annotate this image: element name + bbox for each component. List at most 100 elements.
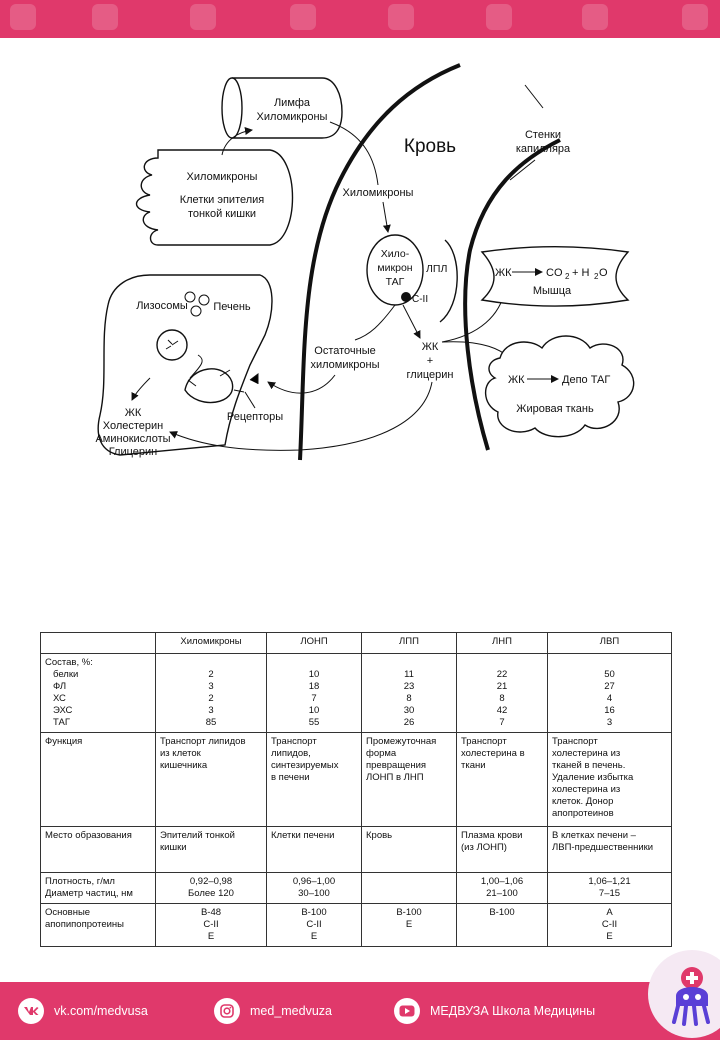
footer-bar: vk.com/medvusa med_medvuza МЕДВУЗА Школа… xyxy=(0,982,720,1040)
table-header-cell xyxy=(41,633,156,654)
fa-glycerol-2: + xyxy=(427,355,433,367)
table-cell: Транспорт липидовиз клетоккишечника xyxy=(156,733,267,827)
liver-products-3: Аминокислоты xyxy=(95,433,170,445)
lysosomes-label: Лизосомы xyxy=(136,300,188,312)
blood-label: Кровь xyxy=(404,136,456,157)
muscle-o: O xyxy=(599,267,608,279)
youtube-link[interactable]: МЕДВУЗА Школа Медицины xyxy=(394,998,595,1024)
decor-icon xyxy=(92,4,118,30)
lipoprotein-metabolism-diagram: Лимфа Хиломикроны Хиломикроны Клетки эпи… xyxy=(0,60,720,470)
table-cell: 0,96–1,0030–100 xyxy=(267,873,362,904)
lymph-label: Лимфа xyxy=(274,97,311,109)
lpl-arc xyxy=(440,240,457,322)
table-header-row: Хиломикроны ЛОНП ЛПП ЛНП ЛВП xyxy=(41,633,672,654)
decor-icon xyxy=(190,4,216,30)
table-header-cell: ЛПП xyxy=(362,633,457,654)
muscle-h2o: + H xyxy=(572,267,589,279)
vk-icon xyxy=(18,998,44,1024)
decor-icon xyxy=(582,4,608,30)
table-header-cell: ЛОНП xyxy=(267,633,362,654)
table-cell: В-100 xyxy=(457,904,548,947)
table-cell: В клетках печени –ЛВП-предшественники xyxy=(548,827,672,873)
youtube-label: МЕДВУЗА Школа Медицины xyxy=(430,1004,595,1018)
lymph-chylomicrons: Хиломикроны xyxy=(257,111,328,123)
decor-icon xyxy=(388,4,414,30)
chylomicron-label-1: Хило- xyxy=(381,248,410,260)
table-cell: Кровь xyxy=(362,827,457,873)
decor-icon xyxy=(290,4,316,30)
adipose-label: Жировая ткань xyxy=(516,403,594,415)
table-header-cell: Хиломикроны xyxy=(156,633,267,654)
row-label: Состав, %: белки ФЛ ХС ЭХС ТАГ xyxy=(41,654,156,733)
vk-link[interactable]: vk.com/medvusa xyxy=(18,998,148,1024)
instagram-icon xyxy=(214,998,240,1024)
table-header-cell: ЛВП xyxy=(548,633,672,654)
mascot-logo xyxy=(648,950,720,1038)
apo-c2-label: С-II xyxy=(412,294,428,305)
table-header-cell: ЛНП xyxy=(457,633,548,654)
lipoprotein-table: Хиломикроны ЛОНП ЛПП ЛНП ЛВП Состав, %: … xyxy=(40,632,672,947)
fa-glycerol-3: глицерин xyxy=(407,369,454,381)
intestine-chylomicrons: Хиломикроны xyxy=(187,171,258,183)
decor-icon xyxy=(10,4,36,30)
liver-products-2: Холестерин xyxy=(103,420,164,432)
intestine-cells-label: Клетки эпителия xyxy=(180,194,265,206)
remnants-label-1: Остаточные xyxy=(314,345,375,357)
instagram-link[interactable]: med_medvuza xyxy=(214,998,332,1024)
capillary-walls-label-2: капилляра xyxy=(516,143,571,155)
muscle-label: Мышца xyxy=(533,285,572,297)
row-label: Функция xyxy=(41,733,156,827)
row-label: Место образования xyxy=(41,827,156,873)
intestine-cells-label-2: тонкой кишки xyxy=(188,208,256,220)
table-cell xyxy=(362,873,457,904)
muscle-fa: ЖК xyxy=(495,267,512,279)
chylomicrons-label: Хиломикроны xyxy=(343,187,414,199)
liver-products-4: Глицерин xyxy=(109,446,158,458)
table-cell: Плазма крови(из ЛОНП) xyxy=(457,827,548,873)
decor-icon xyxy=(486,4,512,30)
adipose-fa: ЖК xyxy=(508,374,525,386)
decor-icon xyxy=(682,4,708,30)
adipose-tissue-shape xyxy=(486,336,634,437)
liver-products-1: ЖК xyxy=(125,407,142,419)
vk-label: vk.com/medvusa xyxy=(54,1004,148,1018)
capillary-walls-label: Стенки xyxy=(525,129,561,141)
adipose-depot: Депо ТАГ xyxy=(562,374,610,386)
top-banner xyxy=(0,0,720,38)
receptors-label: Рецепторы xyxy=(227,411,283,423)
muscle-co2: CO xyxy=(546,267,563,279)
youtube-icon xyxy=(394,998,420,1024)
muscle-co2-sub: 2 xyxy=(565,272,570,281)
liver-label: Печень xyxy=(213,301,251,313)
instagram-label: med_medvuza xyxy=(250,1004,332,1018)
lpl-label: ЛПЛ xyxy=(426,263,447,275)
apo-c2-dot xyxy=(401,292,411,302)
remnants-label-2: хиломикроны xyxy=(310,359,379,371)
chylomicron-label-3: ТАГ xyxy=(386,276,405,288)
chylomicron-label-2: микрон xyxy=(377,262,412,274)
fa-glycerol-1: ЖК xyxy=(422,341,439,353)
